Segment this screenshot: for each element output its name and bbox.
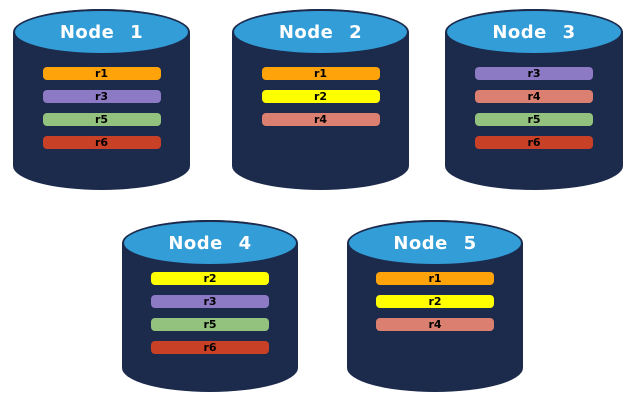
replica-bar-r4: r4 <box>475 90 593 103</box>
replica-list: r3 r4 r5 r6 <box>445 67 623 159</box>
replica-bar-r2: r2 <box>261 90 380 103</box>
db-node-2: Node 2 r1 r2 r4 <box>232 9 409 190</box>
node-title: Node 4 <box>168 232 252 254</box>
replica-list: r2 r3 r5 r6 <box>122 272 298 364</box>
replica-bar-r2: r2 <box>151 272 269 285</box>
node-title: Node 5 <box>393 232 477 254</box>
replica-bar-r5: r5 <box>42 113 161 126</box>
node-title: Node 2 <box>278 21 363 43</box>
db-node-1: Node 1 r1 r3 r5 r6 <box>13 9 190 190</box>
replica-bar-r3: r3 <box>151 295 269 308</box>
replica-bar-r3: r3 <box>475 67 593 80</box>
replica-bar-r1: r1 <box>261 67 380 80</box>
replica-list: r1 r3 r5 r6 <box>13 67 190 159</box>
node-title: Node 1 <box>59 21 144 43</box>
node-title: Node 3 <box>492 21 576 43</box>
replica-bar-r6: r6 <box>151 341 269 354</box>
db-node-4: Node 4 r2 r3 r5 r6 <box>122 220 298 392</box>
db-node-5: Node 5 r1 r2 r4 <box>347 220 523 392</box>
replica-bar-r6: r6 <box>475 136 593 149</box>
cylinder-cap: Node 3 <box>445 9 623 55</box>
replica-bar-r1: r1 <box>42 67 161 80</box>
cylinder-cap: Node 4 <box>122 220 298 266</box>
replica-bar-r5: r5 <box>475 113 593 126</box>
cylinder-cap: Node 1 <box>13 9 190 55</box>
db-node-3: Node 3 r3 r4 r5 r6 <box>445 9 623 190</box>
replica-list: r1 r2 r4 <box>347 272 523 341</box>
replica-bar-r2: r2 <box>376 295 494 308</box>
replica-bar-r4: r4 <box>261 113 380 126</box>
replica-bar-r6: r6 <box>42 136 161 149</box>
cylinder-cap: Node 2 <box>232 9 409 55</box>
replica-bar-r3: r3 <box>42 90 161 103</box>
replica-bar-r4: r4 <box>376 318 494 331</box>
replica-bar-r1: r1 <box>376 272 494 285</box>
replica-bar-r5: r5 <box>151 318 269 331</box>
replica-list: r1 r2 r4 <box>232 67 409 136</box>
cylinder-cap: Node 5 <box>347 220 523 266</box>
